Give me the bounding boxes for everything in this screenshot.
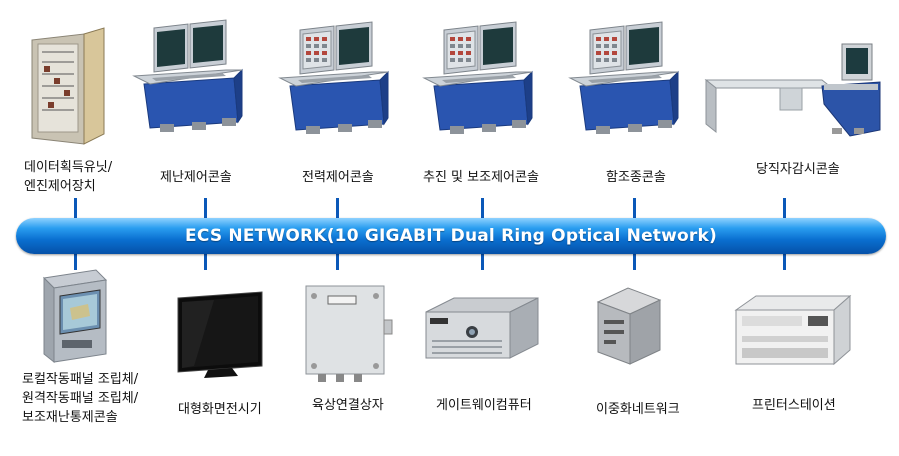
label-shore-box: 육상연결상자 (312, 396, 384, 415)
label-line: 이중화네트워크 (596, 402, 680, 417)
label-line: 추진 및 보조제어콘솔 (423, 170, 539, 185)
power-control-console-icon (278, 21, 389, 134)
local-operating-panel-icon (42, 269, 108, 364)
label-line: 보조재난통제콘솔 (22, 410, 118, 425)
large-display-icon (177, 291, 263, 378)
label-line: 대형화면전시기 (178, 402, 262, 417)
gateway-computer-icon (425, 297, 539, 359)
damage-control-console-icon (132, 19, 243, 132)
watch-monitoring-console-icon (704, 43, 881, 137)
network-label: ECS NETWORK(10 GIGABIT Dual Ring Optical… (185, 226, 717, 246)
redundant-network-box-icon (596, 287, 662, 365)
label-damage-console: 제난제어콘솔 (160, 168, 232, 187)
printer-icon (734, 294, 852, 366)
connector-ship-control-console (633, 198, 636, 220)
label-watch-console: 당직자감시콘솔 (756, 160, 840, 179)
propulsion-control-console-icon (422, 21, 533, 134)
shore-connection-box-icon (305, 285, 393, 382)
label-line: 게이트웨이컴퓨터 (436, 398, 532, 413)
connector-watch-console (783, 198, 786, 220)
ship-control-console-icon (568, 21, 679, 134)
label-line: 엔진제어장치 (24, 179, 96, 194)
connector-large-display (204, 252, 207, 270)
connector-shore-box (336, 252, 339, 270)
label-power-console: 전력제어콘솔 (302, 168, 374, 187)
connector-redundant-network (633, 252, 636, 270)
ecs-network-bar: ECS NETWORK(10 GIGABIT Dual Ring Optical… (16, 218, 886, 254)
label-line: 전력제어콘솔 (302, 170, 374, 185)
label-data-acquisition: 데이터획득유닛/ 엔진제어장치 (24, 158, 112, 196)
label-propulsion-console: 추진 및 보조제어콘솔 (423, 168, 539, 187)
label-gateway: 게이트웨이컴퓨터 (436, 396, 532, 415)
label-printer: 프린터스테이션 (752, 396, 836, 415)
connector-power-console (336, 198, 339, 220)
label-line: 원격작동패널 조립체/ (22, 391, 139, 406)
label-line: 함조종콘솔 (606, 170, 666, 185)
label-line: 데이터획득유닛/ (24, 160, 113, 175)
connector-printer (783, 252, 786, 270)
connector-data-acquisition (74, 198, 77, 220)
label-local-panel: 로컬작동패널 조립체/ 원격작동패널 조립체/ 보조재난통제콘솔 (22, 370, 138, 427)
label-large-display: 대형화면전시기 (178, 400, 262, 419)
label-line: 당직자감시콘솔 (756, 162, 840, 177)
label-line: 로컬작동패널 조립체/ (22, 372, 139, 387)
connector-propulsion-console (481, 198, 484, 220)
label-line: 제난제어콘솔 (160, 170, 232, 185)
label-redundant-network: 이중화네트워크 (596, 400, 680, 419)
label-line: 육상연결상자 (312, 398, 384, 413)
connector-local-panel (74, 252, 77, 270)
connector-gateway (481, 252, 484, 270)
cabinet-icon (31, 27, 105, 145)
label-ship-control-console: 함조종콘솔 (606, 168, 666, 187)
label-line: 프린터스테이션 (752, 398, 836, 413)
connector-damage-console (204, 198, 207, 220)
